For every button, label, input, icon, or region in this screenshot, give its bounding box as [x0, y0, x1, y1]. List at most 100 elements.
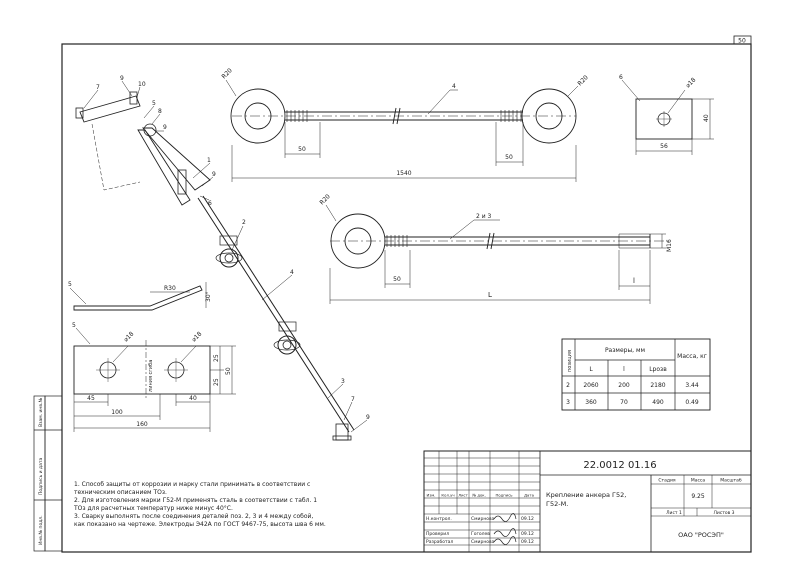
- table-row-2-l: 70: [620, 399, 628, 406]
- role-1-title: Н.контрол.: [426, 516, 452, 522]
- top-view-r-left: R20: [220, 67, 233, 80]
- rod-view-radius: R20: [318, 193, 331, 206]
- top-view-seg-left: 50: [298, 146, 306, 153]
- bent-plate-radius: R30: [164, 285, 176, 292]
- flat-plate-dim-d: 40: [189, 395, 197, 402]
- flat-plate-dim-c: 160: [136, 421, 148, 428]
- flat-plate-dim-b: 100: [111, 409, 123, 416]
- note-line-6: как показано на чертеже. Электроды Э42А …: [74, 521, 326, 528]
- plate-pos6-view: [621, 79, 714, 155]
- assembly-label-7b: 7: [351, 396, 355, 403]
- notes-block: 1. Способ защиты от коррозии и марку ста…: [73, 481, 326, 528]
- role-3-date: 09.12: [521, 539, 534, 545]
- rod-view-thread: М16: [666, 239, 673, 252]
- table-row-1-L: 2060: [583, 382, 598, 389]
- title-block-stage: Стадия: [658, 478, 676, 484]
- size-table-head-sizes: Размеры, мм: [605, 347, 645, 354]
- assembly-label-9a: 9: [120, 75, 124, 82]
- flat-plate-hole1: ⌀18: [122, 330, 135, 343]
- note-line-5: 3. Сварку выполнять после соединения дет…: [74, 513, 313, 520]
- stamp-label-sign: Подпись и дата: [38, 457, 44, 495]
- size-table-head-L: L: [589, 366, 593, 373]
- stamp-label-replace: Взам. инв.№: [38, 398, 44, 427]
- bent-plate-angle: 30°: [205, 291, 212, 302]
- title-col-list: Лист: [458, 493, 468, 498]
- assembly-view: [75, 80, 368, 441]
- flat-plate-dim-a: 45: [87, 395, 95, 402]
- role-2-title: Проверил: [426, 531, 449, 537]
- note-line-3: 2. Для изготовления марки Г52-М применят…: [74, 497, 317, 504]
- flat-plate-hole2: ⌀18: [190, 330, 203, 343]
- title-col-sign: Подпись: [495, 493, 513, 498]
- flat-plate-view: [73, 327, 236, 432]
- title-block-scale: Масштаб: [720, 478, 742, 484]
- assembly-label-9b: 9: [163, 124, 167, 131]
- flat-plate-dim-h1: 25: [213, 354, 220, 362]
- table-row-1-mass: 3.44: [685, 382, 699, 389]
- plate-pos6-label: 6: [619, 74, 623, 81]
- title-col-date: Дата: [524, 493, 534, 498]
- role-2-name: Гоголев: [471, 531, 490, 537]
- assembly-label-2: 2: [242, 219, 246, 226]
- title-col-kolvo: Кол.уч: [441, 493, 454, 498]
- rod-view-pos-label: 2 и 3: [476, 213, 492, 220]
- flat-plate-dim-h3: 50: [225, 367, 232, 375]
- table-row-1-l: 200: [618, 382, 630, 389]
- note-line-2: техническим описанием ТОз.: [74, 489, 167, 496]
- flat-plate-pos: 5: [72, 322, 76, 329]
- role-1-date: 09.12: [521, 516, 534, 522]
- rod-view-l: l: [633, 277, 635, 285]
- size-table: [561, 338, 711, 411]
- note-line-4: ТОз для расчетных температур ниже минус …: [73, 505, 233, 512]
- assembly-label-8: 8: [158, 108, 162, 115]
- plate-pos6-hole: ⌀18: [684, 76, 697, 89]
- title-block-sheets: Листов 3: [713, 510, 734, 516]
- table-row-1-lzag: 2180: [650, 382, 665, 389]
- assembly-label-10: 10: [138, 81, 146, 88]
- assembly-label-7a: 7: [96, 84, 100, 91]
- title-block-title-line1: Крепление анкера Г52,: [546, 491, 626, 499]
- role-1-name: Смирнова: [471, 516, 495, 522]
- bent-plate-view: [69, 282, 207, 311]
- size-table-head-l: l: [623, 366, 625, 373]
- top-view-total-dim: 1540: [396, 170, 411, 177]
- title-col-doc: № док.: [472, 493, 486, 498]
- role-3-name: Смирнова: [471, 539, 495, 545]
- title-block-sheet: Лист 1: [666, 510, 682, 516]
- title-block-mass-value: 9.25: [691, 493, 705, 500]
- rod-view: [325, 204, 668, 304]
- size-table-head-lzag: Lрозв: [649, 366, 667, 373]
- note-line-1: 1. Способ защиты от коррозии и марку ста…: [74, 481, 310, 488]
- top-tie-rod-view: [225, 79, 579, 182]
- flat-plate-dim-h2: 25: [213, 378, 220, 386]
- rod-view-seg: 50: [393, 276, 401, 283]
- assembly-label-9d: 9: [366, 414, 370, 421]
- rod-view-L: L: [488, 291, 492, 299]
- top-view-seg-right: 50: [505, 154, 513, 161]
- side-stamp: Взам. инв.№ Подпись и дата Инв.№ подл.: [33, 395, 63, 552]
- bent-plate-pos: 5: [68, 281, 72, 288]
- top-view-r-right: R20: [576, 74, 589, 87]
- role-3-title: Разработал: [426, 539, 453, 545]
- title-block-code: 22.0012 01.16: [583, 460, 656, 471]
- top-view-pos-label: 4: [452, 83, 456, 90]
- assembly-label-5: 5: [152, 100, 156, 107]
- table-row-2-L: 360: [585, 399, 597, 406]
- signatures: [493, 513, 517, 545]
- plate-pos6-height: 40: [703, 114, 710, 122]
- assembly-label-3: 3: [341, 378, 345, 385]
- table-row-1-pos: 2: [566, 382, 570, 389]
- title-block: [423, 450, 752, 553]
- role-2-date: 09.12: [521, 531, 534, 537]
- assembly-label-4: 4: [290, 269, 294, 276]
- frame-border: [61, 43, 752, 553]
- sheet-number-box: [733, 35, 752, 45]
- title-block-org: ОАО "РОСЭП": [678, 531, 724, 539]
- table-row-2-pos: 3: [566, 399, 570, 406]
- title-block-mass: Масса: [691, 478, 706, 484]
- assembly-label-6: 6: [208, 200, 212, 207]
- plate-pos6-width: 56: [660, 143, 668, 150]
- size-table-head-pos: позиция: [567, 350, 573, 372]
- assembly-label-1: 1: [207, 157, 211, 164]
